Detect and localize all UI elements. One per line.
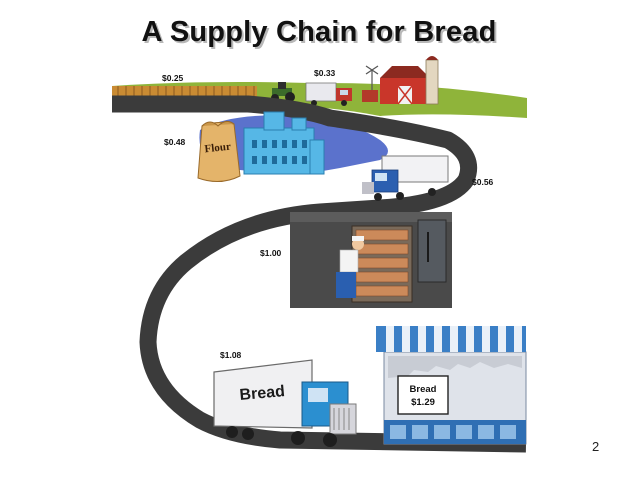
oven-door [417,219,447,283]
flour-bag-label: Flour [204,141,232,156]
price-label-semi-truck: $0.56 [472,177,494,187]
slide-title: A Supply Chain for Bread [141,16,497,48]
price-label-flour-mill: $0.48 [164,137,186,147]
price-label-farm: $0.25 [162,73,184,83]
flour-mill-icon [243,111,325,175]
price-label-farm-truck: $0.33 [314,68,336,78]
flour-bag-icon: Flour [197,120,241,182]
store-sign-label: Bread [410,384,437,395]
bakery-interior [290,212,452,308]
farm-truck-icon [305,82,352,106]
truck-bread-label: Bread [239,383,286,404]
page-number: 2 [592,439,600,454]
bread-delivery-truck-icon: Bread [213,359,357,447]
price-label-delivery-truck: $1.08 [220,350,242,360]
storefront-icon: Bread $1.29 [376,326,527,445]
store-sign-price: $1.29 [411,397,435,408]
barn-icon [380,56,439,105]
shed-icon [362,90,378,102]
baker-figure [336,236,364,298]
blue-semi-truck-icon [362,155,449,201]
price-label-bakery: $1.00 [260,248,282,258]
store-price-sign [397,375,449,415]
